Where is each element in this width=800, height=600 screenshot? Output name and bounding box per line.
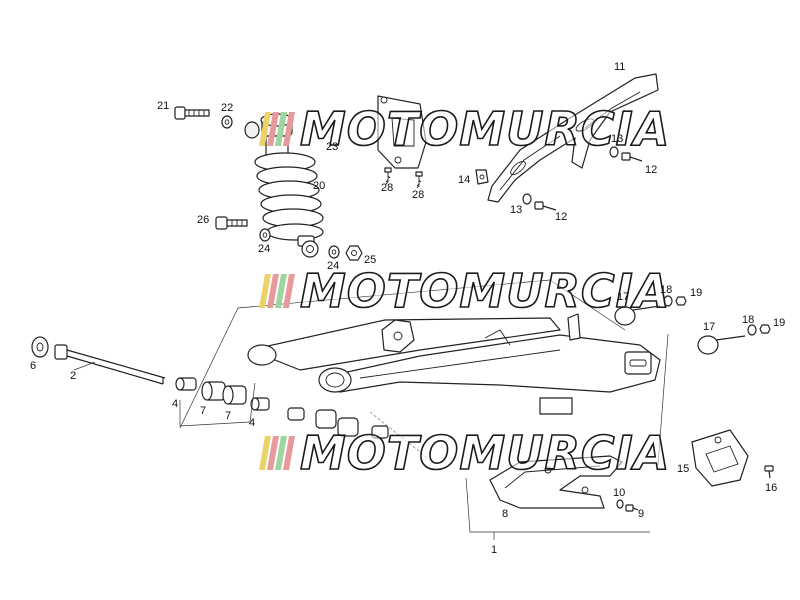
washer-18-upper [663, 295, 673, 307]
assembly-bracket [179, 279, 669, 540]
watermark-text-top: MOTOMURCIA [299, 102, 671, 156]
callout-12-lower: 12 [555, 211, 568, 223]
callout-26: 26 [197, 214, 210, 226]
callout-18-upper: 18 [660, 284, 673, 296]
callout-22: 22 [221, 102, 234, 114]
washer-13-upper [609, 146, 619, 158]
callout-4-left: 4 [172, 398, 179, 410]
bearing-7-right [222, 385, 247, 405]
callout-13-upper: 13 [611, 133, 624, 145]
bushing-23 [244, 121, 260, 139]
spacer-4-right [250, 397, 270, 411]
callout-15: 15 [677, 463, 690, 475]
washer-24-right [328, 245, 340, 259]
callout-1: 1 [491, 544, 498, 556]
callout-2: 2 [70, 370, 77, 382]
callout-25: 25 [364, 254, 377, 266]
bearing-group-right [287, 407, 431, 461]
callout-19-upper: 19 [690, 287, 703, 299]
callout-7-left: 7 [200, 405, 207, 417]
callout-23: 23 [326, 141, 339, 153]
callout-9: 9 [638, 508, 645, 520]
screw-9 [625, 504, 639, 512]
callout-10: 10 [613, 487, 626, 499]
chain-guard-11 [487, 73, 659, 203]
washer-10 [616, 499, 624, 509]
tensioner-block-17-lower [697, 335, 746, 355]
watermark-top: MOTOMURCIA [259, 102, 671, 156]
chain-guide-15 [691, 429, 749, 487]
callout-24-left: 24 [258, 243, 271, 255]
callout-18-lower: 18 [742, 314, 755, 326]
watermark-text-bottom: MOTOMURCIA [299, 426, 671, 480]
screw-28-right [415, 171, 423, 189]
nut-19-lower [759, 324, 771, 334]
tensioner-block-17-upper [614, 305, 661, 326]
watermark-flag-middle [259, 274, 297, 308]
screw-12-upper [621, 152, 643, 162]
bearing-bracket-left [179, 382, 256, 427]
watermark-text-middle: MOTOMURCIA [299, 264, 671, 318]
callout-14: 14 [458, 174, 471, 186]
screw-28-left [384, 167, 392, 185]
chain-slider-8 [489, 455, 623, 509]
callout-28-left: 28 [381, 182, 394, 194]
callout-16: 16 [765, 482, 778, 494]
callout-28-right: 28 [412, 189, 425, 201]
watermark-flag-bottom [259, 436, 297, 470]
bearing-7-left [201, 381, 226, 401]
clip-nut-14 [475, 169, 489, 185]
watermark-bottom: MOTOMURCIA [259, 426, 671, 480]
nut-25 [345, 245, 363, 261]
callout-21: 21 [157, 100, 170, 112]
swing-arm-1 [247, 313, 661, 415]
washer-18-lower [747, 324, 757, 336]
washer-24-left [259, 228, 271, 242]
leader-lines [73, 361, 96, 371]
callout-13-lower: 13 [510, 204, 523, 216]
callout-4-right: 4 [249, 417, 256, 429]
screw-16 [764, 465, 774, 479]
shock-upper-bolt [174, 106, 210, 120]
screw-12-lower [534, 201, 557, 211]
callout-17-upper: 17 [617, 291, 630, 303]
washer-13-lower [522, 193, 532, 205]
callout-11: 11 [614, 61, 626, 73]
callout-19-lower: 19 [773, 317, 786, 329]
watermark-middle: MOTOMURCIA [259, 264, 671, 318]
chain-guard-bracket-plate [377, 95, 427, 169]
callout-17-lower: 17 [703, 321, 716, 333]
callout-12-upper: 12 [645, 164, 658, 176]
pivot-shaft-2 [54, 344, 166, 385]
rear-shock-absorber [254, 113, 324, 258]
nut-6 [31, 336, 49, 358]
nut-19-upper [675, 296, 687, 306]
callout-20: 20 [313, 180, 326, 192]
washer-22 [221, 115, 233, 129]
callout-6: 6 [30, 360, 37, 372]
callout-24-right: 24 [327, 260, 340, 272]
spacer-4-left [175, 377, 197, 391]
shock-lower-bolt [215, 216, 248, 230]
watermark-flag-top [259, 112, 297, 146]
callout-7-right: 7 [225, 410, 232, 422]
callout-8: 8 [502, 508, 509, 520]
